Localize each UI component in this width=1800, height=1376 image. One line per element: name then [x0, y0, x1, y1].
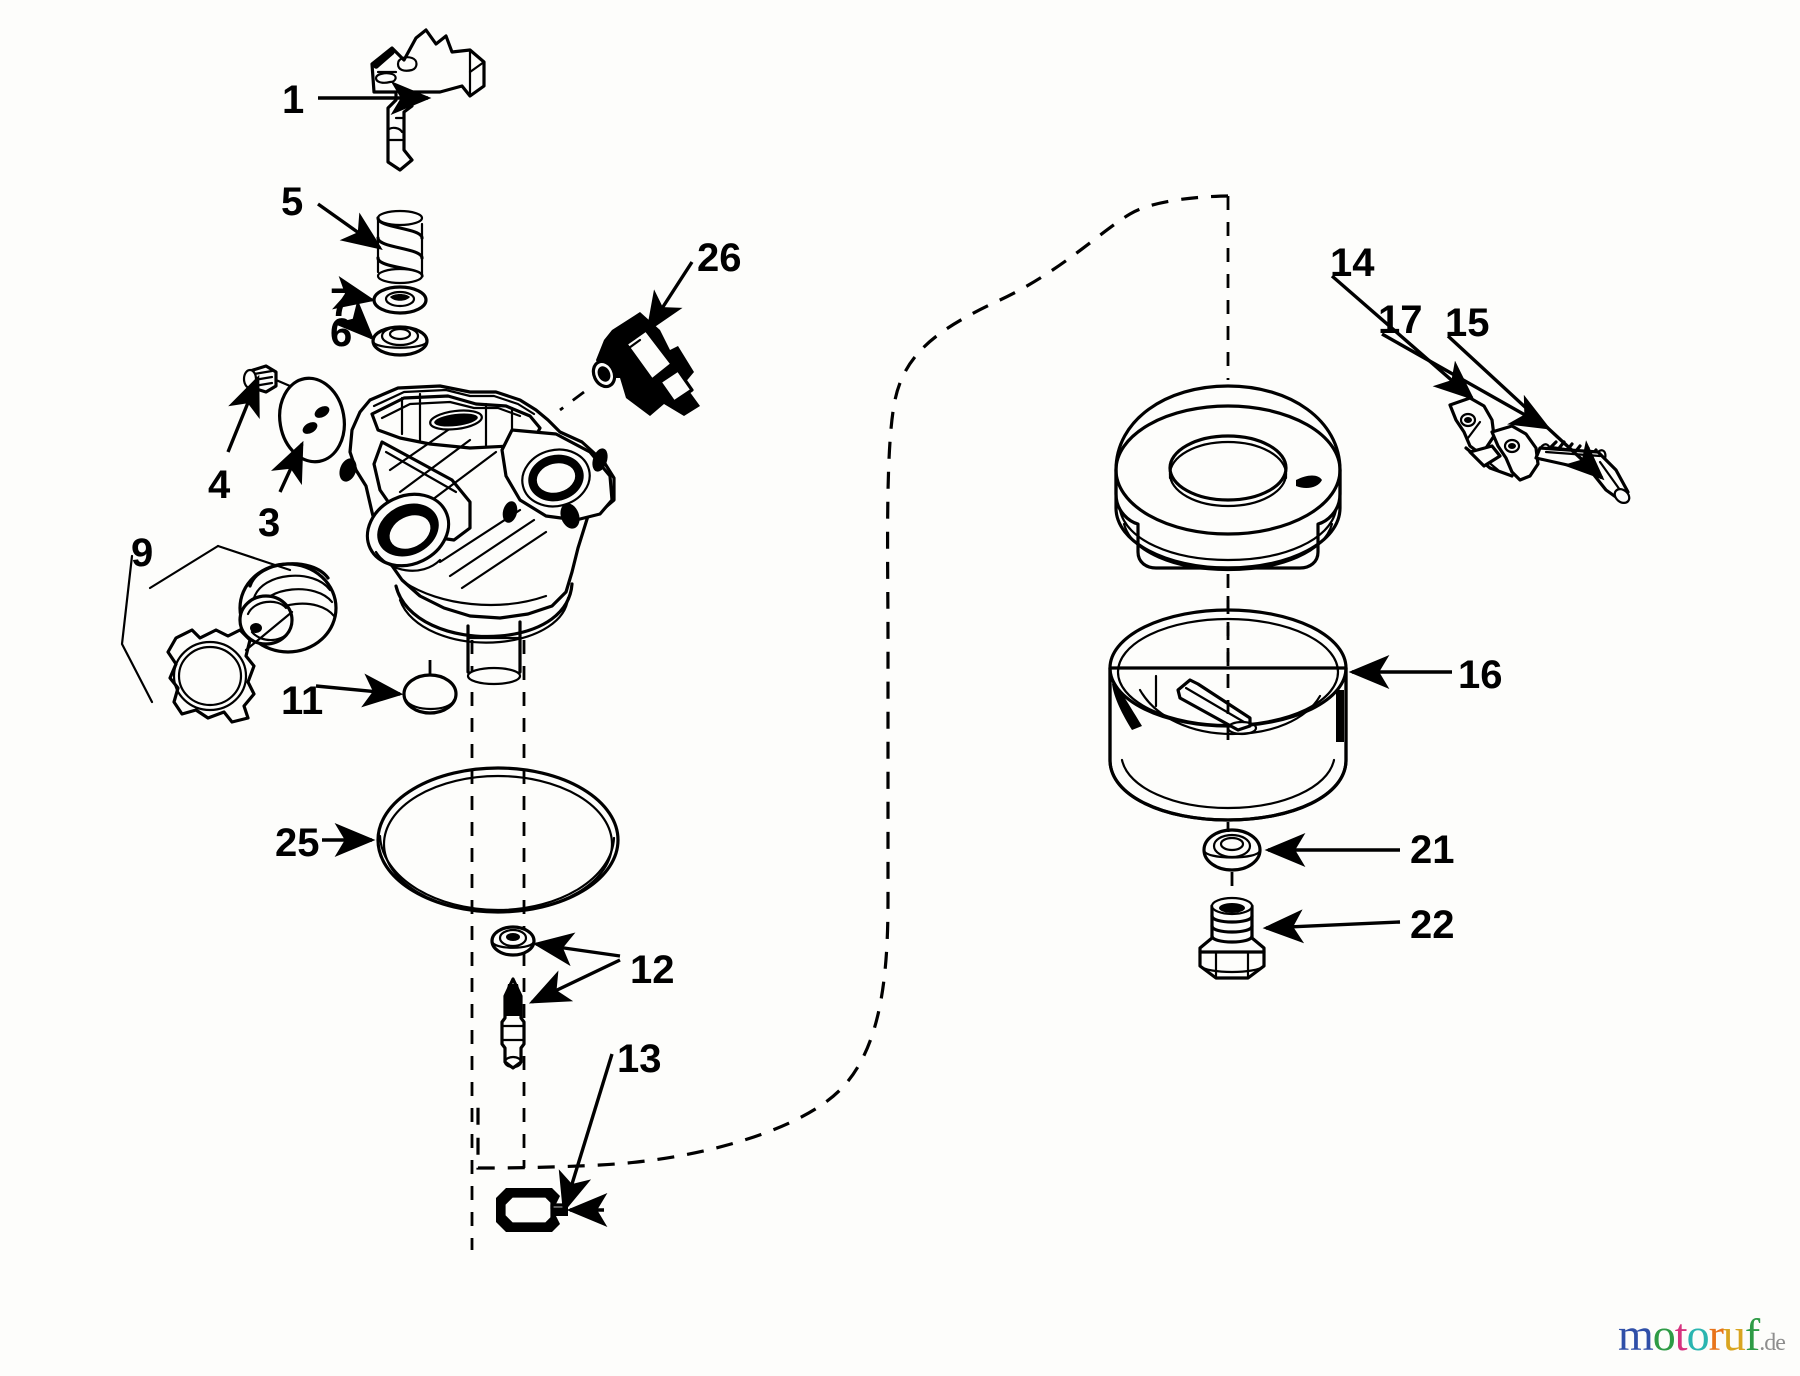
callout-label-12: 12: [630, 948, 675, 992]
callout-label-21: 21: [1410, 828, 1455, 872]
callout-label-6: 6: [330, 311, 353, 355]
callout-label-25: 25: [275, 821, 320, 865]
site-watermark: motoruf.de: [1618, 1309, 1786, 1360]
callout-label-22: 22: [1410, 903, 1455, 947]
callout-label-11: 11: [281, 679, 324, 723]
part-16-float-bowl: [1108, 596, 1348, 822]
part-3-throttle-plate: [278, 376, 346, 464]
callout-label-16: 16: [1458, 653, 1503, 697]
part-12-inlet-needle-and-seat-washer: [490, 925, 536, 1070]
callout-label-4: 4: [208, 463, 231, 507]
watermark-letter-o2: o: [1686, 1309, 1710, 1360]
callout-label-3: 3: [258, 501, 281, 545]
callout-label-5: 5: [281, 180, 304, 224]
part-1-governor-throttle-link-bracket: [370, 28, 486, 172]
part-6-seal-washer: [371, 325, 429, 357]
part-15-float-hinge-pin: [1534, 446, 1631, 504]
callout-label-9: 9: [131, 531, 154, 575]
part-25-bowl-o-ring: [376, 766, 620, 914]
part-7-spring-retainer-cup: [372, 285, 428, 315]
watermark-suffix: .de: [1759, 1330, 1786, 1356]
part-14-float-hinge-bracket: [1448, 396, 1540, 482]
part-21-bowl-nut-washer: [1202, 822, 1262, 872]
callout-label-17: 17: [1378, 298, 1423, 342]
callout-label-26: 26: [697, 236, 742, 280]
primer-retainer-ring: [166, 628, 256, 724]
part-5-compression-spring: [376, 209, 424, 285]
center-axis-lines: [470, 640, 526, 1250]
float-ring: [1114, 384, 1342, 572]
watermark-letter-t: t: [1674, 1309, 1688, 1360]
callout-label-14: 14: [1330, 241, 1375, 285]
part-11-welch-plug: [402, 660, 458, 715]
watermark-letter-f: f: [1744, 1309, 1760, 1360]
watermark-letter-o1: o: [1652, 1309, 1676, 1360]
callout-label-13: 13: [617, 1037, 662, 1081]
watermark-letter-r: r: [1708, 1309, 1724, 1360]
assembly-dashed-path: [476, 194, 1229, 1170]
part-22-bowl-retaining-nut: [1198, 872, 1266, 980]
leader-lines: [226, 81, 1605, 1227]
part-26-fuel-inlet-fitting: [559, 312, 700, 416]
carburetor-main-body: [339, 384, 616, 686]
part-13-needle-clip: [496, 1188, 568, 1232]
watermark-letter-u: u: [1722, 1309, 1746, 1360]
watermark-letter-m: m: [1618, 1309, 1654, 1360]
callout-label-1: 1: [282, 78, 305, 122]
part-9-primer-bulb-and-retainer-kit: [120, 544, 338, 724]
part-4-throttle-plate-screw: [242, 364, 292, 394]
callout-label-15: 15: [1445, 301, 1490, 345]
callout-label-7: 7: [330, 281, 353, 325]
